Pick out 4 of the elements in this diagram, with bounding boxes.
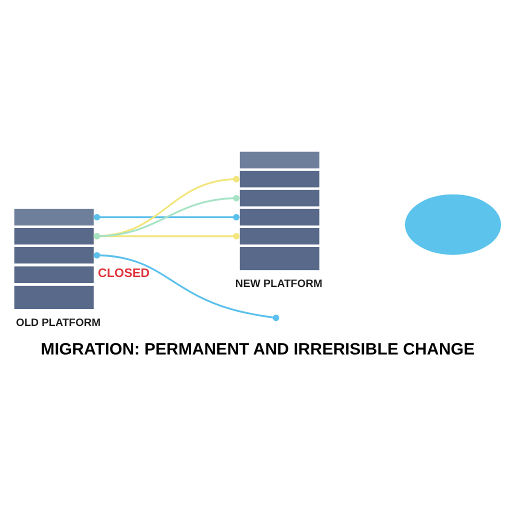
node-label: OLD PLATFORM xyxy=(16,316,101,328)
node-label: CLOSED xyxy=(98,265,150,280)
node-label: NEW PLATFORM xyxy=(235,278,322,290)
diagram-title: MIGRATION: PERMANENT AND IRRERISIBLE CHANGE xyxy=(40,339,475,358)
